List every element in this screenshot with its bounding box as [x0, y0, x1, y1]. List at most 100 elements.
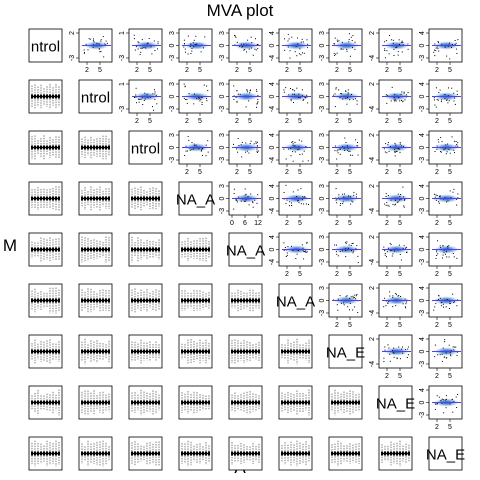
y-tick-label: 4	[419, 337, 426, 341]
panel	[28, 181, 63, 216]
data-point	[437, 354, 439, 356]
data-point	[445, 407, 447, 409]
data-point	[299, 154, 301, 155]
data-point	[298, 53, 300, 55]
data-point	[454, 103, 456, 105]
data-point	[188, 93, 190, 95]
x-tick-label: 2	[235, 67, 239, 74]
data-point	[303, 197, 305, 199]
data-point	[435, 47, 437, 49]
data-point	[351, 40, 353, 41]
data-point	[397, 295, 399, 297]
data-point	[435, 106, 437, 108]
data-point	[336, 198, 338, 200]
data-point	[194, 44, 196, 46]
y-tick-label: 4	[419, 31, 426, 35]
data-point	[334, 43, 336, 45]
y-tick-label: 4	[419, 133, 426, 137]
data-point	[391, 255, 393, 257]
data-point	[291, 202, 292, 204]
data-point	[454, 44, 456, 45]
data-point	[435, 403, 437, 405]
data-point	[134, 49, 136, 51]
data-point	[348, 41, 350, 43]
data-point	[400, 198, 402, 200]
data-point	[305, 252, 307, 253]
data-point	[437, 240, 438, 242]
data-point	[334, 244, 336, 246]
data-point	[289, 50, 291, 52]
data-point	[201, 147, 203, 149]
data-point	[340, 93, 342, 94]
data-point	[434, 104, 436, 106]
data-point	[395, 150, 397, 152]
data-point	[336, 52, 338, 54]
data-point	[247, 196, 249, 198]
data-point	[340, 302, 342, 304]
data-point	[190, 43, 192, 45]
panel	[278, 436, 313, 471]
data-point	[286, 252, 288, 254]
data-point	[187, 35, 189, 37]
data-point	[335, 87, 337, 89]
data-point	[247, 39, 249, 41]
data-point	[384, 297, 386, 299]
data-point	[440, 151, 442, 152]
data-point	[436, 251, 438, 253]
data-point	[244, 194, 246, 196]
data-point	[191, 50, 193, 52]
data-point	[285, 158, 287, 160]
data-point	[394, 155, 396, 157]
data-point	[448, 148, 450, 150]
data-point	[296, 196, 298, 197]
data-point	[399, 195, 401, 197]
data-point	[445, 144, 447, 146]
data-point	[199, 100, 201, 102]
data-point	[296, 87, 298, 89]
data-point	[438, 295, 440, 297]
data-point	[253, 143, 255, 145]
x-tick-label: 2	[285, 169, 289, 176]
data-point	[447, 245, 449, 247]
x-tick-label: 2	[85, 67, 89, 74]
panel	[78, 181, 113, 216]
y-tick-label: -4	[369, 157, 376, 163]
y-tick-label: 0	[419, 349, 426, 353]
data-point	[291, 205, 293, 206]
data-point	[390, 199, 392, 201]
data-point	[142, 104, 144, 105]
data-point	[354, 98, 356, 100]
data-point	[434, 408, 436, 410]
data-point	[295, 258, 297, 259]
data-point	[436, 99, 438, 101]
y-tick-label: -3	[169, 106, 176, 112]
data-point	[291, 36, 293, 38]
data-point	[294, 90, 295, 92]
panel: ntrol	[28, 28, 63, 63]
data-point	[385, 143, 387, 145]
data-point	[441, 301, 443, 303]
data-point	[392, 352, 394, 354]
x-tick-label: 2	[285, 271, 289, 278]
data-point	[337, 309, 339, 311]
y-tick-label: 0	[419, 43, 426, 47]
data-point	[450, 355, 452, 357]
data-point	[300, 203, 302, 205]
panel: NA_E	[426, 436, 465, 471]
data-point	[454, 40, 456, 41]
data-point	[233, 188, 235, 190]
data-point	[283, 192, 285, 193]
y-tick-label: -3	[419, 310, 426, 316]
data-point	[455, 346, 457, 348]
data-point	[385, 94, 387, 96]
data-point	[239, 93, 241, 95]
data-point	[453, 300, 455, 302]
data-point	[436, 46, 438, 48]
data-point	[438, 202, 440, 204]
y-tick-label: -3	[119, 55, 126, 61]
panel	[178, 283, 213, 318]
data-point	[396, 46, 398, 48]
